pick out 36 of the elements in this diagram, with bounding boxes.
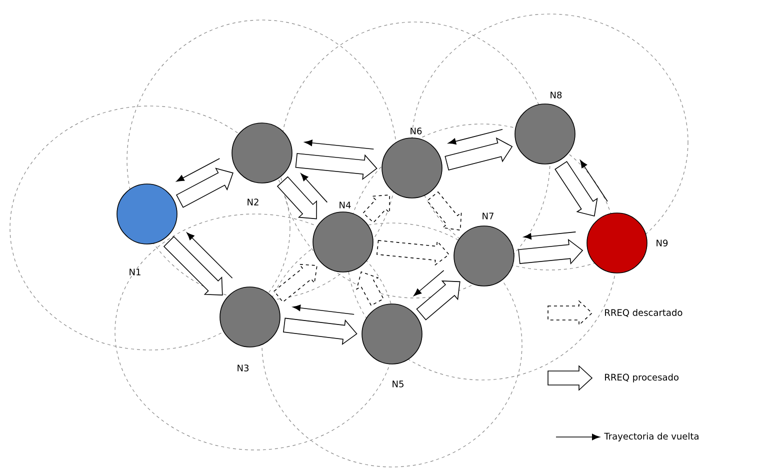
arrow: [292, 304, 354, 315]
legend-text: RREQ procesado: [605, 374, 678, 382]
node-label: N8: [550, 92, 562, 98]
node-label: N3: [238, 364, 248, 372]
node-label: N2: [248, 198, 258, 206]
node-circle: [232, 122, 292, 184]
block-arrow: [554, 161, 598, 216]
node-label: N6: [410, 128, 422, 134]
node-circle: [116, 184, 178, 244]
node-label: N7: [482, 212, 494, 220]
node-circle: [454, 226, 514, 286]
block-arrow: [416, 280, 460, 320]
arrow: [580, 160, 608, 202]
node-circle: [312, 212, 374, 272]
node-circle: [220, 286, 280, 348]
node-label: N5: [392, 380, 404, 388]
arrow: [414, 270, 444, 296]
node-label: N9: [656, 240, 668, 246]
node-circle: [514, 104, 576, 164]
node-label: N4: [340, 202, 351, 208]
legend-text: RREQ descartado: [605, 309, 682, 317]
arrow: [176, 158, 220, 182]
arrow: [524, 232, 576, 240]
arrow: [304, 140, 374, 150]
block-arrow: [518, 238, 584, 265]
block-arrow: [283, 318, 358, 346]
node-label: N1: [130, 268, 140, 276]
block-arrow: [376, 240, 450, 266]
block-arrow: [295, 153, 378, 180]
node-circle: [382, 138, 442, 198]
legend-text: Trayectoria de vuelta: [604, 432, 698, 442]
arrow: [186, 232, 233, 278]
node-circle: [362, 304, 422, 364]
block-arrow: [444, 137, 513, 170]
node-circle: [586, 212, 648, 274]
arrow: [300, 173, 328, 203]
